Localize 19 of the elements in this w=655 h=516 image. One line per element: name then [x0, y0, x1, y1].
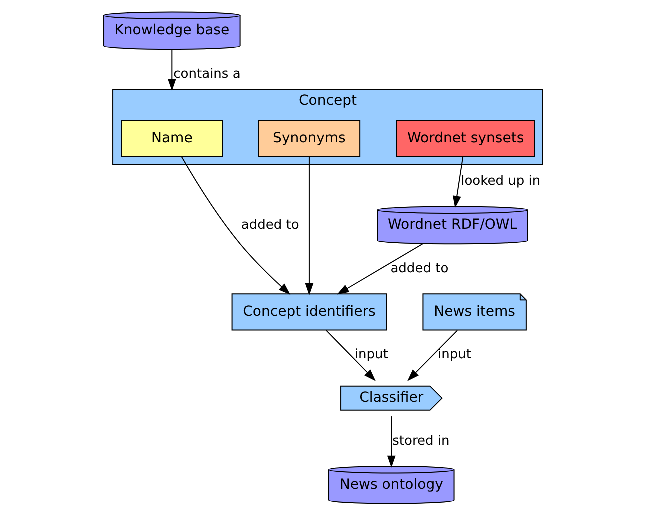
- edge-label: contains a: [174, 66, 241, 82]
- node-box: Wordnet synsets: [396, 120, 536, 158]
- edge-label: looked up in: [461, 174, 541, 190]
- arrow: [452, 156, 464, 208]
- edge-label: input: [438, 348, 472, 363]
- edge-label: stored in: [392, 434, 450, 449]
- edge-label: added to: [390, 262, 449, 276]
- arrow: [168, 49, 176, 92]
- node-box: Synonyms: [258, 120, 361, 158]
- arrow: [181, 156, 291, 296]
- arrow: [337, 244, 424, 295]
- edge-label: added to: [241, 218, 300, 233]
- arrow: [305, 156, 314, 296]
- edge-label: input: [354, 348, 388, 363]
- node-box: Name: [121, 120, 224, 158]
- arrow: [326, 330, 376, 382]
- arrow: [408, 330, 458, 382]
- arrow: [387, 416, 396, 468]
- node-box: Concept identifiers: [232, 294, 388, 331]
